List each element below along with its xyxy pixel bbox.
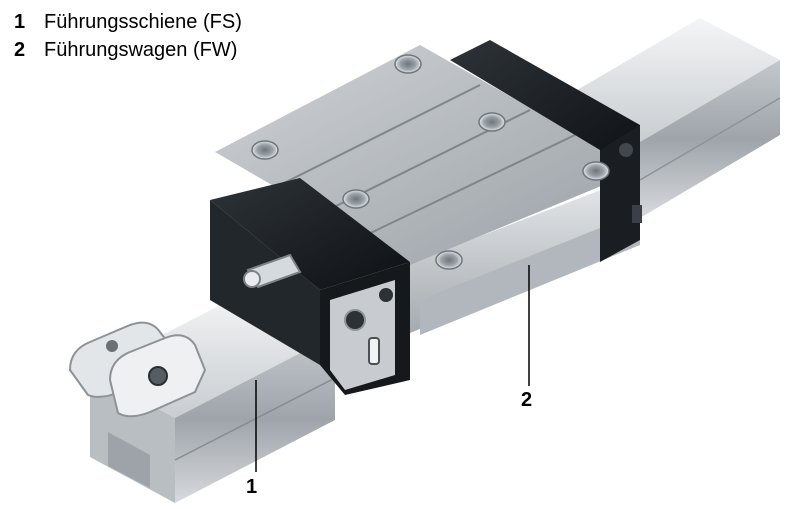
rail-end-clamp — [68, 321, 207, 418]
legend-number: 1 — [14, 11, 26, 33]
legend-item-rail: 1 Führungsschiene (FS) — [14, 8, 242, 36]
guide-carriage — [210, 40, 642, 395]
legend-label: Führungsschiene (FS) — [44, 11, 242, 33]
callout-carriage-number: 2 — [521, 389, 533, 411]
legend-item-carriage: 2 Führungswagen (FW) — [14, 36, 242, 64]
callout-rail-number: 1 — [246, 476, 258, 498]
legend-number: 2 — [14, 39, 26, 61]
legend-label: Führungswagen (FW) — [44, 39, 238, 61]
legend: 1 Führungsschiene (FS) 2 Führungswagen (FW… — [14, 8, 242, 64]
